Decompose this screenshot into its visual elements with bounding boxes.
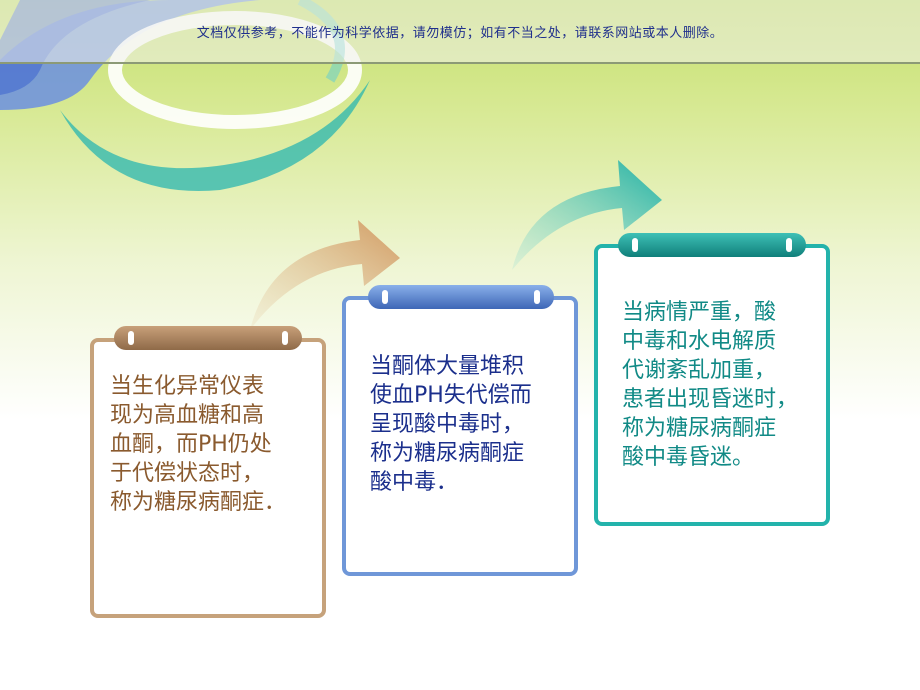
card-2-clip (368, 285, 554, 309)
card-3-clip (618, 233, 806, 257)
arrow-1-icon (250, 220, 400, 330)
card-2-text: 当酮体大量堆积 使血PH失代偿而 呈现酸中毒时， 称为糖尿病酮症 酸中毒． (370, 354, 532, 495)
info-card-1 (90, 338, 326, 618)
arrow-2-icon (512, 160, 662, 270)
card-1-text: 当生化异常仪表 现为高血糖和高 血酮，而PH仍处 于代偿状态时， 称为糖尿病酮症… (110, 374, 287, 515)
disclaimer-banner: 文档仅供参考，不能作为科学依据，请勿模仿；如有不当之处，请联系网站或本人删除。 (0, 0, 920, 64)
card-1-clip (114, 326, 302, 350)
card-3-text: 当病情严重，酸 中毒和水电解质 代谢紊乱加重， 患者出现昏迷时， 称为糖尿病酮症… (622, 300, 799, 470)
info-card-2 (342, 296, 578, 576)
disclaimer-text: 文档仅供参考，不能作为科学依据，请勿模仿；如有不当之处，请联系网站或本人删除。 (196, 26, 724, 41)
